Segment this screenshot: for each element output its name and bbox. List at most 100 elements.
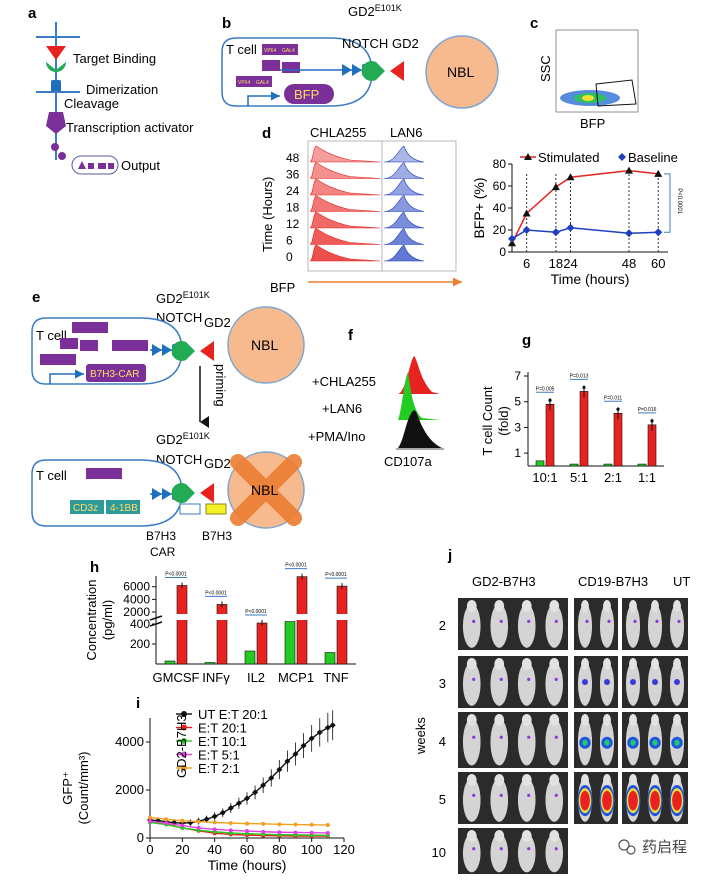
j-group-3: UT — [673, 574, 690, 589]
e-notch-label-3: GD2E101K — [156, 431, 210, 447]
i-point — [325, 823, 330, 828]
panel-letter-i: i — [136, 695, 140, 712]
h-bar-chart: 200400200040006000Concentration(pg/ml)P<… — [84, 563, 356, 685]
d-time-label: 24 — [286, 184, 300, 198]
d-hist-lan6-0 — [383, 244, 425, 262]
g-point — [616, 407, 620, 411]
h-bar-red — [176, 585, 188, 665]
e-b7h3-antigen — [205, 503, 227, 515]
e-notch-triangles-top — [152, 344, 172, 356]
j-mouse — [599, 604, 615, 648]
h-pvalue: P<0.0001 — [325, 572, 347, 578]
dline-xtick-label: 48 — [622, 256, 636, 271]
e-nbl-cell-top — [227, 306, 305, 384]
watermark-text: 药启程 — [642, 839, 687, 856]
j-mouse — [490, 833, 509, 873]
j-mouse-head — [549, 714, 560, 726]
e-gd2-label: GD2 — [204, 315, 231, 330]
i-ytick-label: 4000 — [115, 734, 144, 749]
e-tf-cluster — [40, 322, 148, 365]
i-xtick-label: 0 — [146, 842, 153, 857]
j-signal — [499, 735, 503, 739]
j-signal — [527, 677, 531, 682]
i-legend-text-2: E:T 10:1 — [198, 734, 247, 749]
dline-legend-marker-1 — [618, 153, 626, 161]
i-xtick-label: 80 — [272, 842, 286, 857]
i-xtick-label: 60 — [240, 842, 254, 857]
j-signal — [582, 679, 588, 685]
panel-letter-a: a — [28, 5, 37, 22]
e-tcell-label-bottom: T cell — [36, 468, 67, 483]
g-bar-red — [647, 424, 657, 467]
e-b7h3-left: B7H3 — [146, 529, 176, 543]
j-mouse-head — [521, 658, 532, 670]
j-mouse — [545, 833, 564, 873]
e-41bb-box — [106, 500, 140, 514]
j-signal-core — [672, 790, 682, 811]
dline-point — [625, 166, 633, 174]
c-ylabel: SSC — [538, 55, 553, 82]
i-point — [196, 825, 201, 830]
dline-point — [522, 226, 531, 234]
j-signal — [554, 677, 558, 682]
h-xtick-label: GMCSF — [153, 670, 200, 685]
g-xtick-label: 10:1 — [532, 470, 557, 485]
h-bar-red — [216, 604, 228, 665]
j-mouse-head — [673, 600, 681, 612]
b-tf-cluster: VP64 GAL4 VP64 GAL4 — [236, 44, 300, 87]
b-arrow — [247, 91, 280, 106]
d-hist-lan6-24 — [383, 178, 425, 196]
j-signal — [630, 679, 636, 685]
j-mouse-head — [549, 600, 560, 612]
e-priming-label: priming — [213, 364, 228, 407]
a-dimer-block — [51, 80, 61, 92]
panel-letter-j: j — [447, 547, 452, 564]
b-notch-label-1: GD2E101K — [348, 3, 402, 19]
j-mouse-head — [673, 714, 681, 726]
i-point — [164, 821, 169, 826]
i-point — [211, 813, 218, 820]
i-legend-text-4: E:T 2:1 — [198, 761, 240, 776]
wechat-icon — [618, 839, 630, 851]
g-ylabel: T cell Count — [480, 386, 495, 456]
d-hist-chla-48 — [309, 145, 381, 163]
j-mouse — [490, 662, 509, 706]
j-mouse-head — [549, 830, 560, 842]
j-mouse — [517, 833, 536, 873]
j-mouse-head — [466, 774, 477, 786]
i-point — [228, 828, 233, 833]
g-bar-green — [569, 463, 579, 467]
b-gd2-label: GD2 — [392, 36, 419, 51]
h-ytick-label: 200 — [130, 637, 150, 651]
h-bar-red — [296, 576, 308, 665]
j-week-label-3: 3 — [439, 676, 446, 691]
dline-ytick-label: 80 — [493, 157, 507, 171]
h-bar-red — [336, 585, 348, 665]
j-mouse-head — [466, 600, 477, 612]
i-xtick-label: 40 — [207, 842, 221, 857]
h-pvalue: P<0.0001 — [285, 563, 307, 569]
a-label-output: Output — [121, 158, 160, 173]
dline-series-1 — [511, 227, 659, 240]
j-signal — [527, 619, 531, 624]
dline-ytick-label: 20 — [493, 223, 507, 237]
j-signal — [499, 677, 503, 682]
h-xtick-label: INFγ — [202, 670, 230, 685]
h-pvalue: P<0.0001 — [245, 609, 267, 615]
j-mouse-head — [521, 714, 532, 726]
b-gd2-triangle — [390, 61, 404, 81]
h-ylabel: Concentration — [84, 580, 99, 661]
j-mouse-head — [521, 774, 532, 786]
dline-legend-text-0: Stimulated — [538, 150, 599, 165]
d-time-label: 36 — [286, 168, 300, 182]
a-receptor-pacman — [46, 62, 66, 72]
j-signal — [472, 677, 476, 682]
panel-b: b T cell VP64 GAL4 VP64 GAL4 BFP GD2E101… — [221, 3, 499, 109]
h-ytick-label: 4000 — [123, 592, 150, 606]
g-bar-green — [637, 463, 647, 467]
h-pvalue: P<0.0001 — [205, 590, 227, 596]
j-mouse-head — [673, 774, 681, 786]
j-signal — [499, 793, 503, 798]
j-mouse — [545, 662, 564, 706]
